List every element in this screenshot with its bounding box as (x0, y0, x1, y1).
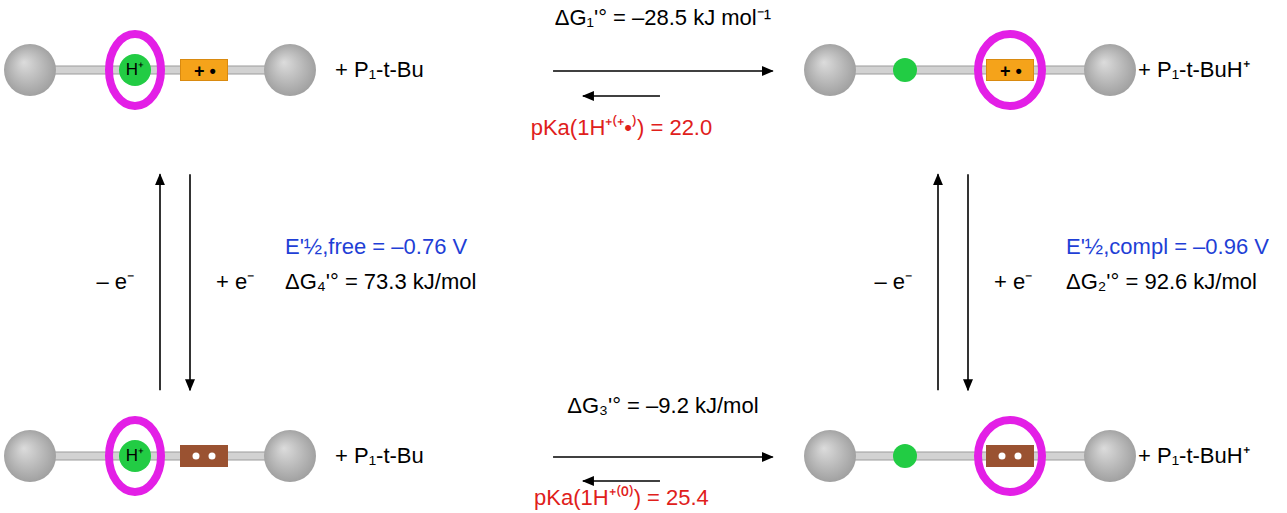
ammonium-station (893, 58, 917, 82)
reagent-label: + P₁-t-Bu (335, 57, 424, 82)
ammonium-station: H⁺ (119, 54, 151, 86)
edge-label: – e⁻ (96, 269, 134, 294)
rotaxane-state: + P₁-t-BuH⁺ (802, 411, 1285, 501)
edge-label: + e⁻ (994, 269, 1032, 294)
reaction-arrow (553, 70, 773, 72)
rotaxane-state: + P₁-t-Bu H⁺ + • (2, 25, 477, 115)
station-label: H⁺ (126, 60, 144, 80)
station-label: + • (194, 61, 216, 82)
station-label: H⁺ (126, 446, 144, 466)
macrocycle-ring (978, 420, 1042, 492)
rotaxane-state: + P₁-t-Bu H⁺ (2, 411, 477, 501)
potential-label: E'½,free = –0.76 V (285, 234, 467, 259)
edge-label: ΔG₁'° = –28.5 kJ mol⁻¹ (555, 5, 771, 30)
potential-label: ΔG₂'° = 92.6 kJ/mol (1066, 269, 1257, 294)
ammonium-station (893, 444, 917, 468)
ammonium-station: H⁺ (119, 440, 151, 472)
rotaxane (804, 420, 1136, 492)
stopper (264, 44, 316, 96)
edge-label: pKa(1H⁺⁽⁰⁾) = 25.4 (534, 485, 709, 510)
macrocycle-ring (109, 420, 161, 492)
stopper (804, 430, 856, 482)
rotaxane (4, 420, 316, 492)
viologen-station (180, 445, 228, 467)
radical-station: + • (986, 59, 1034, 81)
macrocycle-ring (109, 34, 161, 106)
station-circle-fill (119, 54, 151, 86)
reaction-arrow (553, 456, 773, 458)
reaction-arrow (937, 174, 939, 390)
stopper (4, 430, 56, 482)
edge-label: – e⁻ (874, 269, 912, 294)
macrocycle-ring (978, 34, 1042, 106)
electron-dot (1015, 453, 1022, 460)
reaction-arrow (159, 174, 161, 390)
stopper (804, 44, 856, 96)
axle (852, 66, 1088, 74)
station-circle-fill (119, 440, 151, 472)
reaction-arrow (967, 174, 969, 390)
electron-dot (999, 453, 1006, 460)
reagent-label: + P₁-t-BuH⁺ (1138, 443, 1250, 468)
potential-label: ΔG₄'° = 73.3 kJ/mol (285, 269, 476, 294)
stopper (4, 44, 56, 96)
electron-dot (209, 453, 216, 460)
edge-label: + e⁻ (216, 269, 254, 294)
reaction-arrow (189, 174, 191, 390)
radical-station: + • (180, 59, 228, 81)
station-label: + • (1000, 61, 1022, 82)
electron-dot (193, 453, 200, 460)
potential-label: E'½,compl = –0.96 V (1066, 234, 1269, 259)
rotaxane (804, 34, 1136, 106)
viologen-station (986, 445, 1034, 467)
reaction-arrow (583, 480, 660, 482)
stopper (1084, 430, 1136, 482)
edge-label: pKa(1H⁺⁽⁺•⁾) = 22.0 (531, 115, 713, 140)
edge-label: ΔG₃'° = –9.2 kJ/mol (567, 393, 758, 418)
stopper (264, 430, 316, 482)
rotaxane (4, 34, 316, 106)
axle (852, 452, 1088, 460)
reagent-label: + P₁-t-BuH⁺ (1138, 57, 1250, 82)
reagent-label: + P₁-t-Bu (335, 443, 424, 468)
reaction-arrow (583, 95, 660, 97)
rotaxane-state: + P₁-t-BuH⁺ + • (802, 25, 1285, 115)
stopper (1084, 44, 1136, 96)
